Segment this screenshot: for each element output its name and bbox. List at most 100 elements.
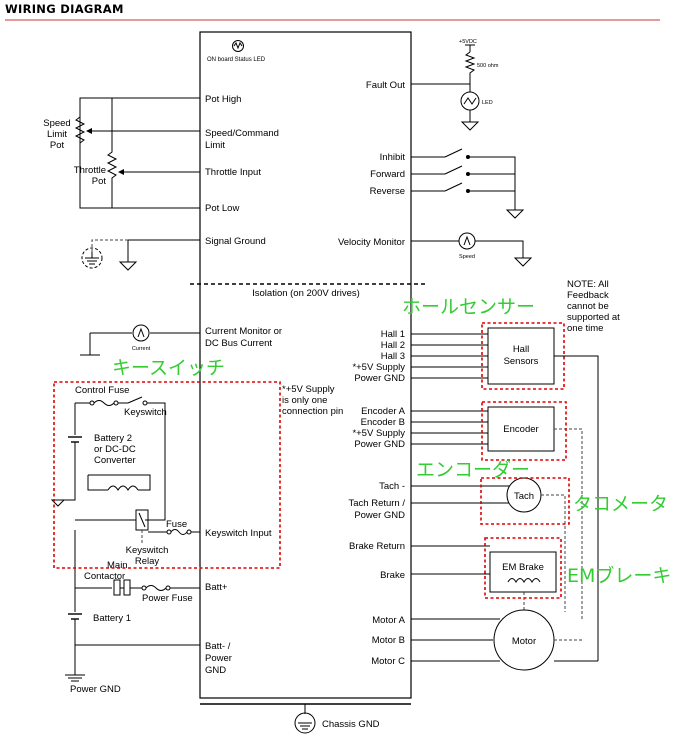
- current-meter-label: Current: [132, 346, 151, 352]
- pot-wiring: [74, 97, 200, 209]
- feedback-note-4: supported at: [567, 312, 620, 323]
- pin-hall-2: Hall 2: [381, 340, 405, 351]
- pin-throttle-input: Throttle Input: [205, 167, 261, 178]
- pin-hall-5v: *+5V Supply: [352, 362, 405, 373]
- encoder-wiring: [411, 406, 583, 620]
- throttle-pot-label-2: Pot: [92, 176, 107, 187]
- supply-5vdc-label: +5VDC: [459, 39, 477, 45]
- throttle-pot-label-1: Throttle: [74, 165, 106, 176]
- pin-encoder-a: Encoder A: [361, 406, 405, 417]
- keyswitch-highlight-box: [53, 381, 281, 569]
- isolation-label: Isolation (on 200V drives): [252, 288, 360, 299]
- status-led: [232, 40, 244, 52]
- speed-meter-label: Speed: [459, 254, 475, 260]
- em-brake-box: [489, 551, 557, 593]
- hall-sensor-wiring: [411, 327, 599, 661]
- main-contactor-label-1: Main: [107, 560, 128, 571]
- pin-batt-minus-gnd: GND: [205, 665, 226, 676]
- encoder-box-label: Encoder: [503, 424, 538, 435]
- battery2-label-3: Converter: [94, 455, 136, 466]
- chassis-ground: [294, 704, 316, 734]
- keyswitch-relay-label-1: Keyswitch: [126, 545, 169, 556]
- pin-encoder-b: Encoder B: [361, 417, 405, 428]
- pin-batt-minus: Batt- /: [205, 641, 231, 652]
- main-contactor-label-2: Contactor: [84, 571, 125, 582]
- pin-signal-ground: Signal Ground: [205, 236, 266, 247]
- pin-forward: Forward: [370, 169, 405, 180]
- keyswitch-label: Keyswitch: [124, 407, 167, 418]
- status-led-label: ON board Status LED: [207, 57, 266, 63]
- pin-pot-low: Pot Low: [205, 203, 239, 214]
- speed-limit-pot-label-3: Pot: [50, 140, 65, 151]
- annotation-keyswitch: キースイッチ: [112, 357, 225, 379]
- supply-note-1: *+5V Supply: [282, 384, 335, 395]
- tach-circle-label: Tach: [514, 491, 534, 502]
- speed-limit-pot-label-1: Speed: [43, 118, 70, 129]
- pin-pot-high: Pot High: [205, 94, 241, 105]
- diagram-title: WIRING DIAGRAM: [5, 2, 124, 16]
- pin-batt-minus-power: Power: [205, 653, 232, 664]
- pin-motor-c: Motor C: [371, 656, 405, 667]
- pin-motor-a: Motor A: [372, 615, 405, 626]
- pin-speed-command-limit: Limit: [205, 140, 225, 151]
- fuse-label: Fuse: [166, 519, 187, 530]
- annotation-encoder: エンコーダー: [416, 459, 530, 481]
- direction-switches: [411, 148, 525, 219]
- fault-out-circuit: [411, 44, 480, 131]
- pin-brake-return: Brake Return: [349, 541, 405, 552]
- battery1-label: Battery 1: [93, 613, 131, 624]
- supply-note-3: connection pin: [282, 406, 343, 417]
- power-fuse-label: Power Fuse: [142, 593, 193, 604]
- pin-brake: Brake: [380, 570, 405, 581]
- motor-label: Motor: [512, 636, 536, 647]
- pin-tach-gnd: Power GND: [354, 510, 405, 521]
- pin-hall-3: Hall 3: [381, 351, 405, 362]
- feedback-note-5: one time: [567, 323, 603, 334]
- battery2-label-2: or DC-DC: [94, 444, 136, 455]
- em-brake-box-label: EM Brake: [502, 562, 544, 573]
- pin-speed-command: Speed/Command: [205, 128, 279, 139]
- pin-keyswitch-input: Keyswitch Input: [205, 528, 272, 539]
- pin-inhibit: Inhibit: [380, 152, 406, 163]
- led-label: LED: [482, 100, 493, 106]
- pin-encoder-gnd: Power GND: [354, 439, 405, 450]
- hall-sensors-label-1: Hall: [513, 344, 529, 355]
- feedback-note-2: Feedback: [567, 290, 609, 301]
- pin-tach-return: Tach Return /: [349, 498, 406, 509]
- annotation-tacho: タコメータ: [573, 493, 668, 515]
- pin-fault-out: Fault Out: [366, 80, 405, 91]
- pin-hall-gnd: Power GND: [354, 373, 405, 384]
- hall-sensors-label-2: Sensors: [504, 356, 539, 367]
- pin-encoder-5v: *+5V Supply: [352, 428, 405, 439]
- signal-ground-wiring: [81, 239, 200, 271]
- controller-box: [199, 31, 412, 699]
- motor-wiring: [411, 609, 598, 671]
- feedback-note-3: cannot be: [567, 301, 609, 312]
- chassis-gnd-label: Chassis GND: [322, 719, 380, 730]
- em-brake-highlight-box: [484, 537, 562, 599]
- keyswitch-circuit: [50, 396, 200, 545]
- pin-current-monitor: Current Monitor or: [205, 326, 282, 337]
- encoder-highlight-box: [481, 401, 567, 461]
- power-gnd-label: Power GND: [70, 684, 121, 695]
- main-power-circuit: [65, 530, 200, 682]
- annotation-em-brake: EMブレーキ: [567, 564, 671, 587]
- pin-motor-b: Motor B: [372, 635, 405, 646]
- annotation-hall-sensor: ホールセンサー: [402, 296, 535, 318]
- battery2-label-1: Battery 2: [94, 433, 132, 444]
- hall-highlight-box: [481, 322, 565, 390]
- pin-hall-1: Hall 1: [381, 329, 405, 340]
- current-meter: [80, 324, 200, 356]
- speed-limit-pot-label-2: Limit: [47, 129, 67, 140]
- keyswitch-relay-label-2: Relay: [135, 556, 160, 567]
- resistor-label: 500 ohm: [477, 63, 499, 69]
- tach-highlight-box: [480, 477, 570, 525]
- pin-batt-plus: Batt+: [205, 582, 228, 593]
- tach-wiring: [411, 477, 566, 612]
- pin-tach-minus: Tach -: [379, 481, 405, 492]
- feedback-note-1: NOTE: All: [567, 279, 609, 290]
- em-brake-wiring: [411, 545, 557, 612]
- pin-velocity-monitor: Velocity Monitor: [338, 237, 405, 248]
- speed-meter: [411, 232, 533, 267]
